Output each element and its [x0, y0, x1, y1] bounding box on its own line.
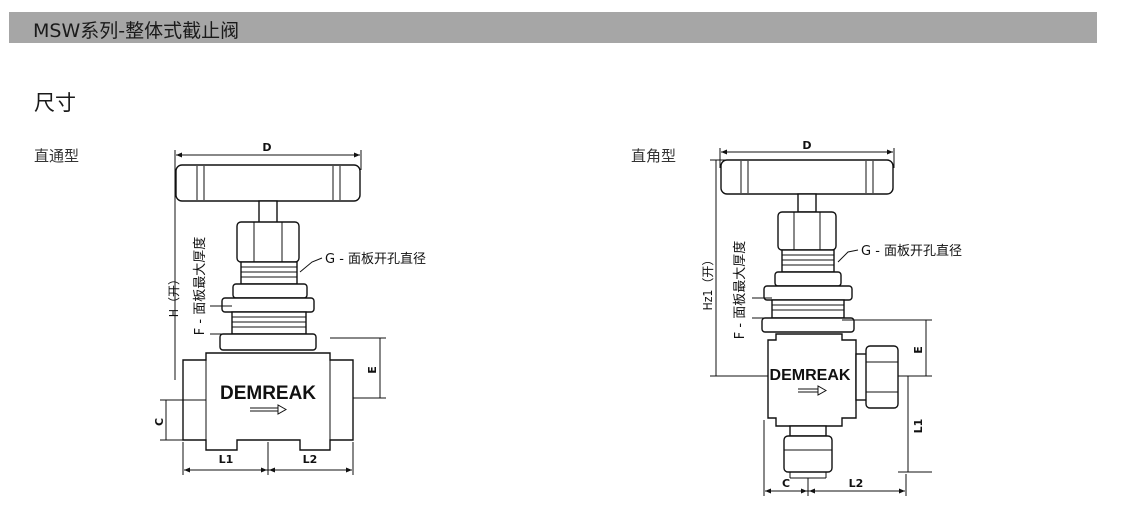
- title-bar: MSW系列-整体式截止阀: [9, 12, 1097, 43]
- straight-dim-f: F - 面板最大厚度: [192, 237, 208, 335]
- angle-dim-f: F - 面板最大厚度: [732, 241, 748, 339]
- angle-dim-hz1: Hz1（开）: [701, 254, 715, 311]
- straight-dim-h: H（开）: [167, 273, 181, 317]
- angle-dim-g: G - 面板开孔直径: [861, 244, 962, 259]
- angle-dim-l1: L1: [912, 419, 925, 434]
- angle-dim-d: D: [802, 139, 811, 152]
- straight-dim-l2: L2: [303, 453, 318, 466]
- straight-dim-g: G - 面板开孔直径: [325, 252, 426, 267]
- straight-type-label: 直通型: [34, 147, 80, 165]
- angle-dim-l2: L2: [849, 477, 864, 490]
- section-heading: 尺寸: [34, 91, 76, 115]
- straight-dim-d: D: [262, 141, 271, 154]
- angle-type-label: 直角型: [631, 147, 677, 165]
- angle-dim-e: E: [912, 346, 925, 354]
- angle-dim-c: C: [782, 477, 790, 490]
- straight-brand-label: DEMREAK: [220, 383, 316, 404]
- straight-dim-c: C: [153, 418, 166, 426]
- straight-valve-drawing: D DEMREAK: [153, 141, 426, 475]
- straight-dim-l1: L1: [219, 453, 234, 466]
- angle-valve-drawing: D DEMREAK: [701, 139, 962, 496]
- angle-brand-label: DEMREAK: [770, 367, 851, 384]
- page-title: MSW系列-整体式截止阀: [33, 20, 240, 42]
- straight-dim-e: E: [366, 366, 379, 374]
